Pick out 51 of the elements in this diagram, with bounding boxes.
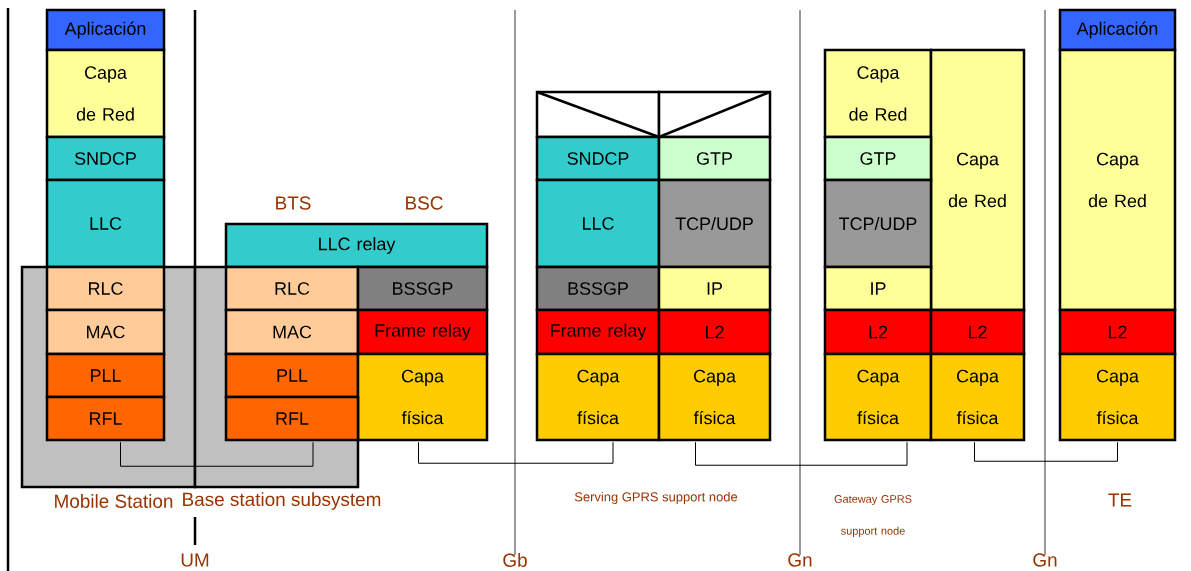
protocol-layer-box: TCP/UDP — [823, 178, 933, 269]
protocol-layer-box: BSSGP — [535, 265, 661, 312]
protocol-layer-box: L2 — [1058, 308, 1177, 356]
protocol-layer-box: PLL — [224, 352, 360, 399]
node-heading: Serving GPRS support node — [574, 491, 738, 505]
protocol-layer-box: L2 — [929, 308, 1026, 356]
protocol-layer-box: Capa de Red — [1058, 48, 1177, 312]
protocol-layer-box: PLL — [45, 352, 166, 399]
bracket-connector — [974, 441, 1118, 462]
interface-label: UM — [181, 553, 209, 567]
protocol-layer-box: GTP — [657, 135, 772, 182]
protocol-layer-box: BSSGP — [356, 265, 489, 312]
protocol-layer-box: SNDCP — [45, 135, 166, 182]
protocol-layer-box: RFL — [224, 395, 360, 442]
protocol-layer-box: Capa de Red — [45, 48, 166, 139]
protocol-layer-box: LLC — [45, 178, 166, 269]
protocol-layer-box: IP — [823, 265, 933, 312]
protocol-layer-box: Capa física — [657, 352, 772, 442]
protocol-layer-box: Capa física — [929, 352, 1026, 442]
interface-label: Gb — [503, 553, 527, 567]
protocol-layer-box: Aplicación — [1058, 8, 1177, 52]
protocol-layer-box: Capa física — [1058, 352, 1177, 442]
node-label: Base station subsystem — [183, 492, 381, 510]
node-label: Mobile Station — [55, 494, 173, 508]
node-heading: Gateway GPRS support node — [834, 495, 912, 537]
protocol-layer-box: MAC — [45, 308, 166, 356]
protocol-layer-box: Capa física — [535, 352, 661, 442]
protocol-layer-box: Aplicación — [45, 8, 166, 52]
protocol-layer-box: TCP/UDP — [657, 178, 772, 269]
protocol-layer-box: IP — [657, 265, 772, 312]
node-heading: TE — [1108, 493, 1132, 507]
protocol-layer-box: Frame relay — [356, 308, 489, 356]
protocol-layer-box: RLC — [224, 265, 360, 312]
protocol-layer-box: Capa física — [356, 352, 489, 442]
protocol-layer-box: SNDCP — [535, 135, 661, 182]
protocol-layer-box: MAC — [224, 308, 360, 356]
protocol-layer-box: LLC — [535, 178, 661, 269]
protocol-layer-box: RFL — [45, 395, 166, 442]
protocol-layer-box: Frame relay — [535, 308, 661, 356]
interface-label: Gn — [1033, 553, 1057, 567]
bracket-connector — [695, 441, 908, 466]
protocol-layer-box: RLC — [45, 265, 166, 312]
interface-label: Gn — [788, 553, 812, 567]
bracket-connector — [120, 441, 314, 467]
bracket-connector — [418, 441, 614, 464]
protocol-layer-box: Capa de Red — [823, 48, 933, 139]
protocol-layer-box: L2 — [823, 308, 933, 356]
protocol-layer-box: LLC relay — [224, 222, 489, 269]
protocol-layer-box: L2 — [657, 308, 772, 356]
protocol-layer-box: GTP — [823, 135, 933, 182]
protocol-layer-box: Capa física — [823, 352, 933, 442]
